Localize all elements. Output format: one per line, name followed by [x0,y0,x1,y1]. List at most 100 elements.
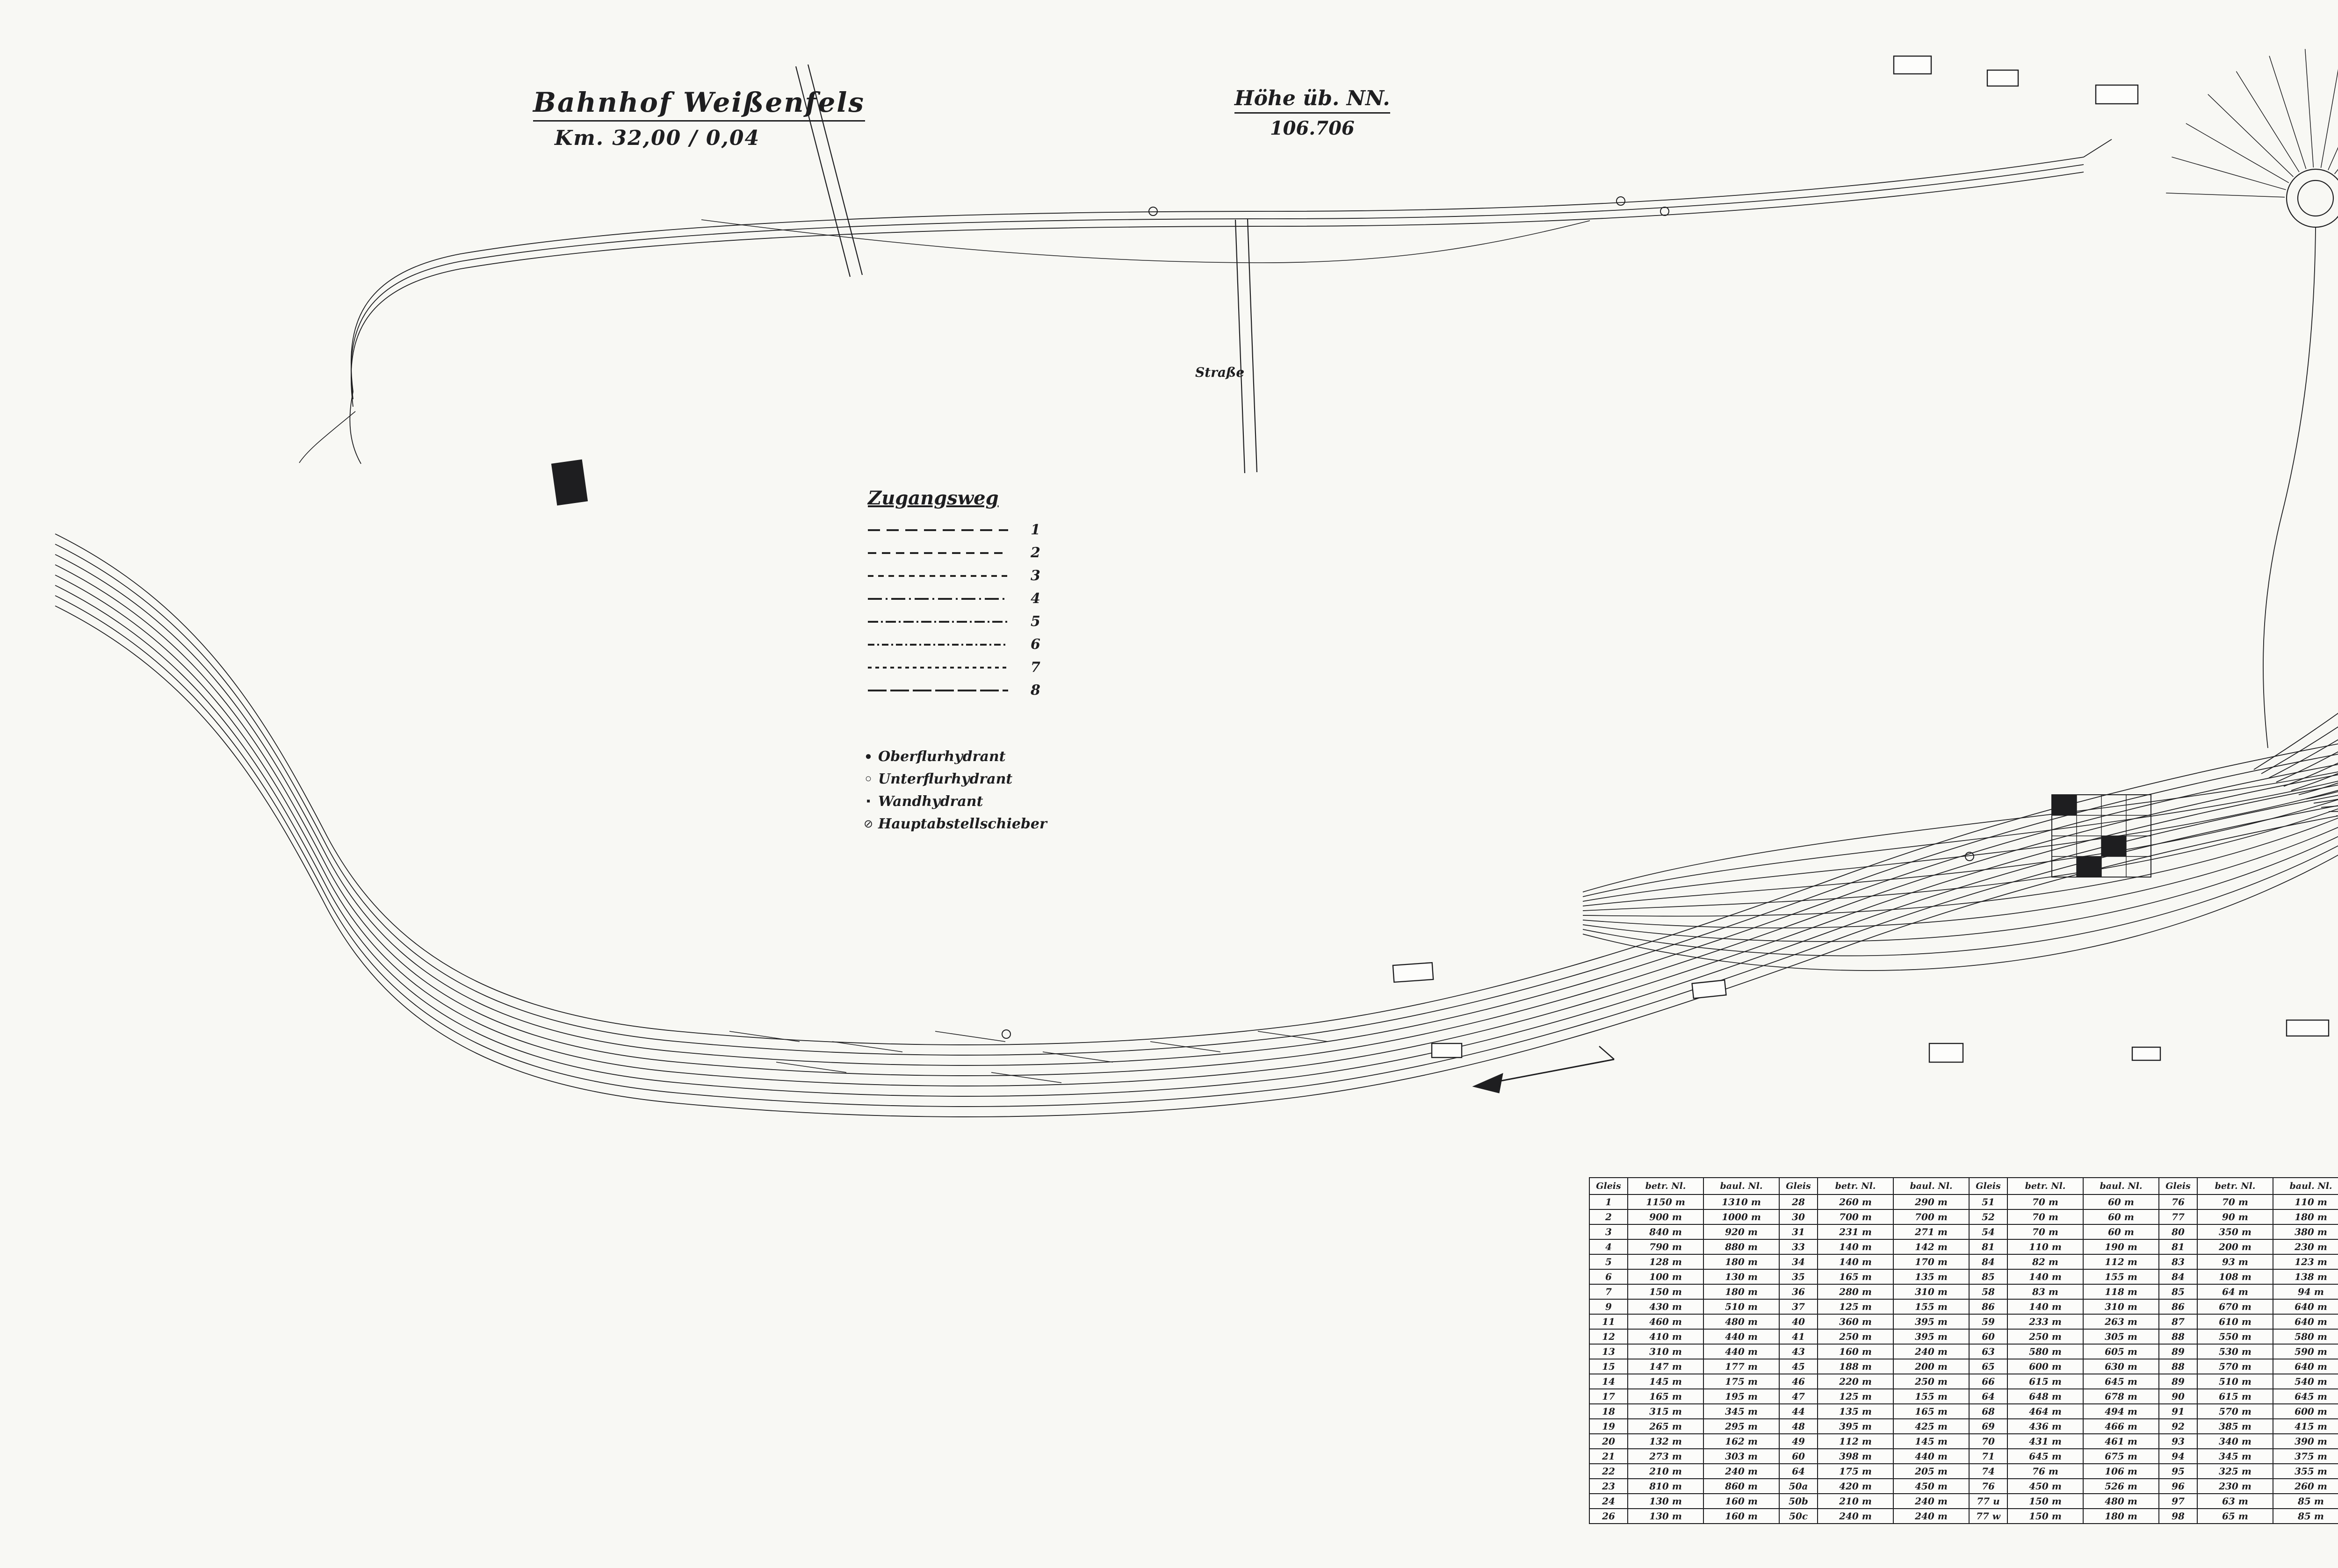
valve-icon: ⊘ [863,817,873,830]
table-cell: 180 m [1703,1254,1780,1270]
table-cell: 648 m [2007,1388,2084,1404]
table-cell: 65 m [2197,1508,2273,1524]
table-cell: 615 m [2197,1388,2273,1404]
col-header: Gleis [1589,1177,1628,1195]
table-cell: 80 [2158,1224,2198,1240]
route-dash-sample [868,552,1008,554]
turnout [776,1062,847,1073]
table-cell: 86 [2158,1299,2198,1315]
table-cell: 430 m [1627,1299,1704,1315]
table-cell: 47 [1779,1388,1818,1404]
table-cell: 112 m [1817,1433,1894,1449]
roundhouse-track [2166,193,2285,198]
table-cell: 305 m [2083,1329,2159,1345]
table-cell: 85 m [2273,1493,2338,1509]
table-cell: 37 [1779,1299,1818,1315]
table-cell: 920 m [1703,1224,1780,1240]
table-cell: 380 m [2273,1224,2338,1240]
table-cell: 140 m [2007,1269,2084,1285]
table-cell: 48 [1779,1418,1818,1434]
table-cell: 550 m [2197,1329,2273,1345]
table-cell: 231 m [1817,1224,1894,1240]
table-cell: 84 [2158,1269,2198,1285]
signal-circle [1965,852,1974,861]
fan-track [2253,712,2338,770]
route-dash-sample [868,575,1008,577]
zugangsweg-item: 2 [868,541,1040,564]
inset-track-line [299,411,356,463]
fan-track [2313,798,2338,804]
table-cell: 63 m [2197,1493,2273,1509]
table-cell: 26 [1589,1508,1628,1524]
table-cell: 18 [1589,1403,1628,1419]
track-line [1851,795,2338,924]
route-dash-sample [868,597,1008,600]
table-cell: 395 m [1893,1329,1970,1345]
table-cell: 630 m [2083,1359,2159,1374]
zugangsweg-item: 7 [868,656,1040,679]
fan-track [2283,762,2338,787]
table-cell: 76 [1969,1478,2008,1494]
table-cell: 77 u [1969,1493,2008,1509]
table-cell: 46 [1779,1374,1818,1389]
table-cell: 70 m [2007,1194,2084,1210]
turnout [1042,1051,1113,1063]
table-cell: 30 [1779,1209,1818,1225]
table-cell: 540 m [2273,1374,2338,1389]
table-cell: 188 m [1817,1359,1894,1374]
table-cell: 71 [1969,1448,2008,1464]
table-cell: 35 [1779,1269,1818,1285]
hydrant-item: ○Unterflurhydrant [859,768,1047,790]
route-number: 8 [1031,682,1040,698]
yard-track [1582,799,2338,906]
bunker-cell [2077,856,2101,877]
bunker-cell [2052,795,2077,815]
zugangsweg-title: Zugangsweg [868,487,999,509]
table-cell: 395 m [1893,1314,1970,1330]
signal-circle [1660,207,1669,216]
table-cell: 395 m [1817,1418,1894,1434]
table-cell: 310 m [2083,1299,2159,1315]
zugangsweg-item: 4 [868,587,1040,610]
table-cell: 33 [1779,1239,1818,1255]
bunker-cell [2101,836,2126,856]
table-cell: 160 m [1817,1344,1894,1359]
table-cell: 7 [1589,1284,1628,1300]
table-cell: 69 [1969,1418,2008,1434]
table-cell: 165 m [1817,1269,1894,1285]
route-number: 3 [1031,568,1040,584]
yard-track [1582,818,2338,917]
table-cell: 230 m [2273,1239,2338,1255]
table-cell: 108 m [2197,1269,2273,1285]
table-cell: 360 m [1817,1314,1894,1330]
track-line [1851,784,2338,914]
table-cell: 610 m [2197,1314,2273,1330]
col-header: Gleis [2158,1177,2198,1195]
table-cell: 142 m [1893,1239,1970,1255]
table-cell: 175 m [1703,1374,1780,1389]
inset-track-line [350,164,2084,400]
table-cell: 466 m [2083,1418,2159,1434]
table-cell: 480 m [2083,1493,2159,1509]
route-dash-sample [868,643,1008,646]
route-number: 4 [1031,590,1040,607]
north-arrow [1486,1058,1615,1085]
table-cell: 180 m [1703,1284,1780,1300]
table-cell: 415 m [2273,1418,2338,1434]
table-cell: 128 m [1627,1254,1704,1270]
roundhouse-track [2304,49,2314,168]
table-cell: 51 [1969,1194,2008,1210]
roundhouse-track [2172,157,2286,190]
table-cell: 63 [1969,1344,2008,1359]
table-cell: 250 m [2007,1329,2084,1345]
inset-track-line [350,172,2084,407]
